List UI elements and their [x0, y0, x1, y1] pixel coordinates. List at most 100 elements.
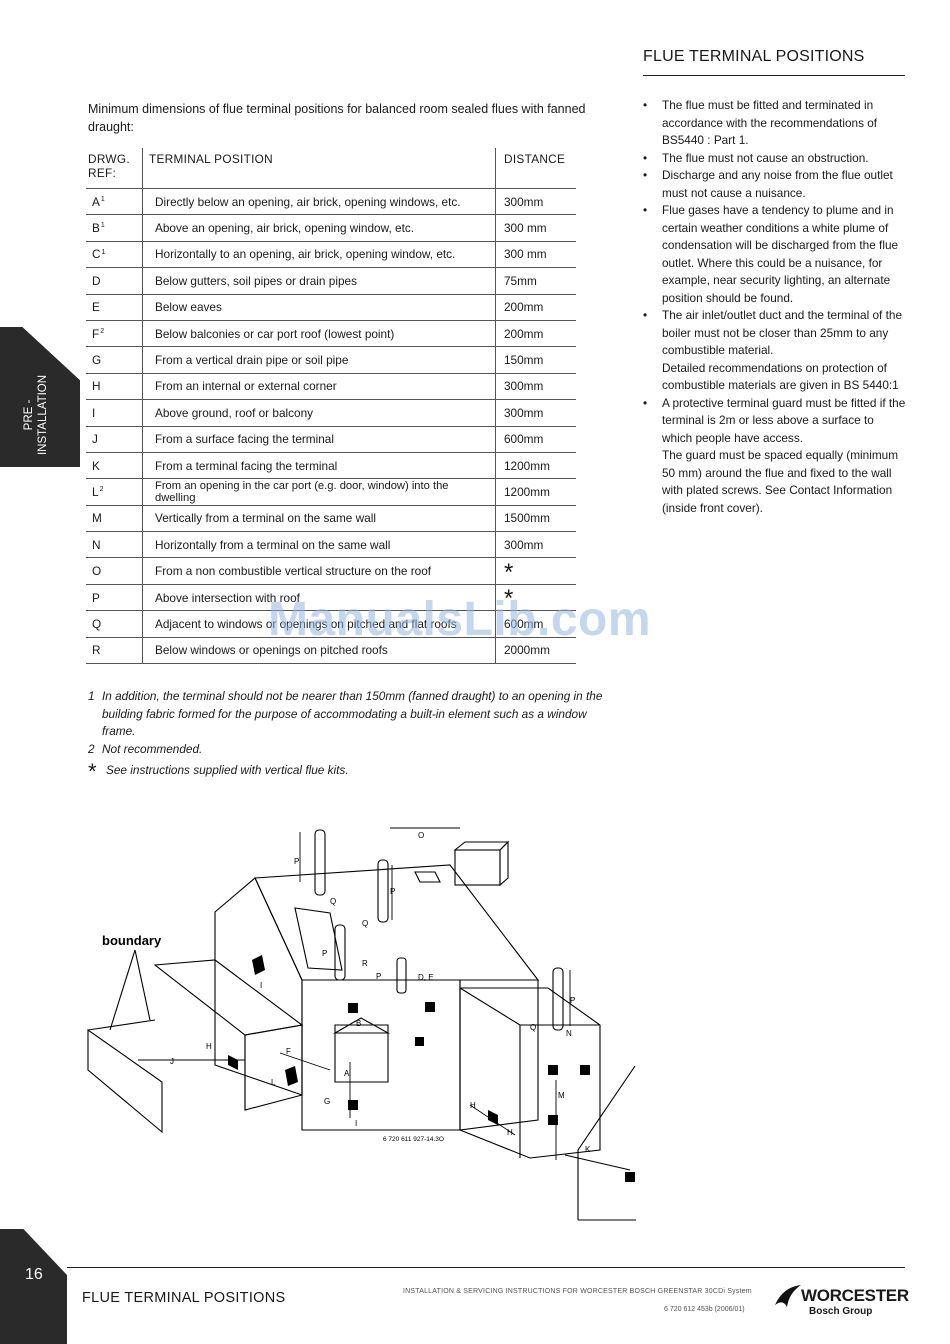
dimension-label: Q — [362, 919, 368, 928]
logo-subtitle: Bosch Group — [809, 1306, 873, 1317]
row-ref-footnote: 1 — [100, 195, 105, 203]
requirement-text: Flue gases have a tendency to plume and … — [662, 203, 899, 305]
row-ref-letter: N — [92, 537, 101, 552]
row-position: Below balconies or car port roof (lowest… — [142, 320, 496, 348]
footnote-text: See instructions supplied with vertical … — [106, 763, 349, 777]
row-ref-footnote: 1 — [101, 248, 106, 256]
footnote-mark: 1 — [88, 689, 95, 703]
row-position: Below eaves — [142, 294, 496, 321]
row-ref: I — [86, 399, 143, 427]
dimension-label: H — [507, 1128, 513, 1137]
right-extension — [459, 987, 601, 1159]
footer-doc-title: INSTALLATION & SERVICING INSTRUCTIONS FO… — [403, 1288, 752, 1295]
row-ref: A1 — [86, 188, 143, 216]
side-tab-line-1: PRE - — [23, 399, 35, 431]
dimension-label: P — [390, 887, 395, 896]
row-ref-letter: L — [92, 484, 99, 499]
row-distance-value: * — [504, 585, 514, 613]
carport-roof — [153, 959, 304, 1036]
row-distance-value: * — [504, 558, 514, 586]
row-ref-letter: C — [92, 247, 101, 262]
requirement-text: The air inlet/outlet duct and the termin… — [662, 308, 903, 357]
row-distance-value: 300 mm — [504, 247, 547, 262]
row-distance-value: 1200mm — [504, 484, 550, 499]
row-position: From an internal or external corner — [142, 373, 496, 401]
dimension-label: H — [206, 1042, 212, 1051]
footnote-star: * See instructions supplied with vertica… — [88, 761, 608, 783]
row-position: Below gutters, soil pipes or drain pipes — [142, 267, 496, 295]
requirement-item: • A protective terminal guard must be fit… — [641, 395, 906, 518]
side-tab-line-2: INSTALLATION — [37, 374, 49, 456]
dimension-label: L — [271, 1078, 276, 1087]
bullet-icon: • — [643, 98, 648, 112]
row-distance-value: 150mm — [504, 353, 544, 368]
dimension-label: B — [356, 1019, 361, 1028]
row-distance-value: 200mm — [504, 300, 544, 315]
row-distance-value: 200mm — [504, 326, 544, 341]
side-tab-label: PRE - INSTALLATION — [22, 365, 50, 465]
dimension-label: N — [566, 1029, 572, 1038]
row-ref-letter: M — [92, 511, 102, 526]
dimension-label: I — [355, 1119, 357, 1128]
dimension-label: P — [294, 857, 299, 866]
row-distance-value: 300mm — [504, 379, 544, 394]
row-position: Directly below an opening, air brick, op… — [142, 188, 496, 216]
row-ref-letter: R — [92, 643, 101, 658]
row-distance: 75mm — [495, 267, 576, 295]
row-position: Vertically from a terminal on the same w… — [142, 505, 496, 533]
worcester-logo: WORCESTER Bosch Group — [773, 1281, 909, 1321]
row-ref: Q — [86, 610, 143, 638]
dimension-label: O — [418, 831, 424, 840]
table-header-row: DRWG. REF: TERMINAL POSITION DISTANCE — [86, 148, 576, 189]
vertical-flue-4 — [396, 957, 407, 994]
dimension-label: K — [585, 1145, 591, 1154]
header-terminal-position: TERMINAL POSITION — [142, 148, 496, 189]
boundary-fence — [87, 1028, 163, 1134]
vertical-flue-5 — [552, 967, 564, 1031]
bullet-icon: • — [643, 203, 648, 217]
header-drawing-ref: DRWG. REF: — [86, 148, 143, 189]
row-distance-value: 600mm — [504, 432, 544, 447]
footnotes: 1 In addition, the terminal should not b… — [88, 688, 608, 783]
dimension-label: P — [570, 996, 575, 1005]
row-distance: 1500mm — [495, 505, 576, 533]
row-distance: 300mm — [495, 399, 576, 427]
row-position: From a vertical drain pipe or soil pipe — [142, 346, 496, 374]
logo-wordmark: WORCESTER — [801, 1286, 909, 1305]
footnote-1: 1 In addition, the terminal should not b… — [88, 688, 608, 741]
row-distance: 200mm — [495, 294, 576, 321]
requirement-item: • The flue must be fitted and terminated … — [641, 97, 906, 150]
page-number: 16 — [25, 1266, 43, 1283]
vertical-flue-1 — [314, 829, 326, 896]
requirement-text: The flue must be fitted and terminated i… — [662, 98, 878, 147]
requirement-item: • Flue gases have a tendency to plume and… — [641, 202, 906, 307]
requirement-text: A protective terminal guard must be fitt… — [662, 395, 906, 445]
row-distance-value: 600mm — [504, 616, 544, 631]
row-ref-letter: H — [92, 379, 101, 394]
row-ref: M — [86, 505, 143, 533]
row-distance: 600mm — [495, 610, 576, 638]
bullet-icon: • — [643, 395, 648, 410]
row-ref-letter: F — [92, 326, 100, 341]
requirement-item: •The air inlet/outlet duct and the termi… — [641, 307, 906, 395]
row-ref-footnote: 2 — [99, 486, 104, 494]
row-position: From a non combustible vertical structur… — [142, 557, 496, 585]
terminal-markers — [228, 955, 635, 1182]
row-ref: G — [86, 346, 143, 374]
front-wall — [301, 979, 461, 1131]
dimension-label: Q — [530, 1023, 536, 1032]
row-position: Above ground, roof or balcony — [142, 399, 496, 427]
row-distance: 1200mm — [495, 452, 576, 480]
dimension-label: J — [170, 1057, 174, 1066]
